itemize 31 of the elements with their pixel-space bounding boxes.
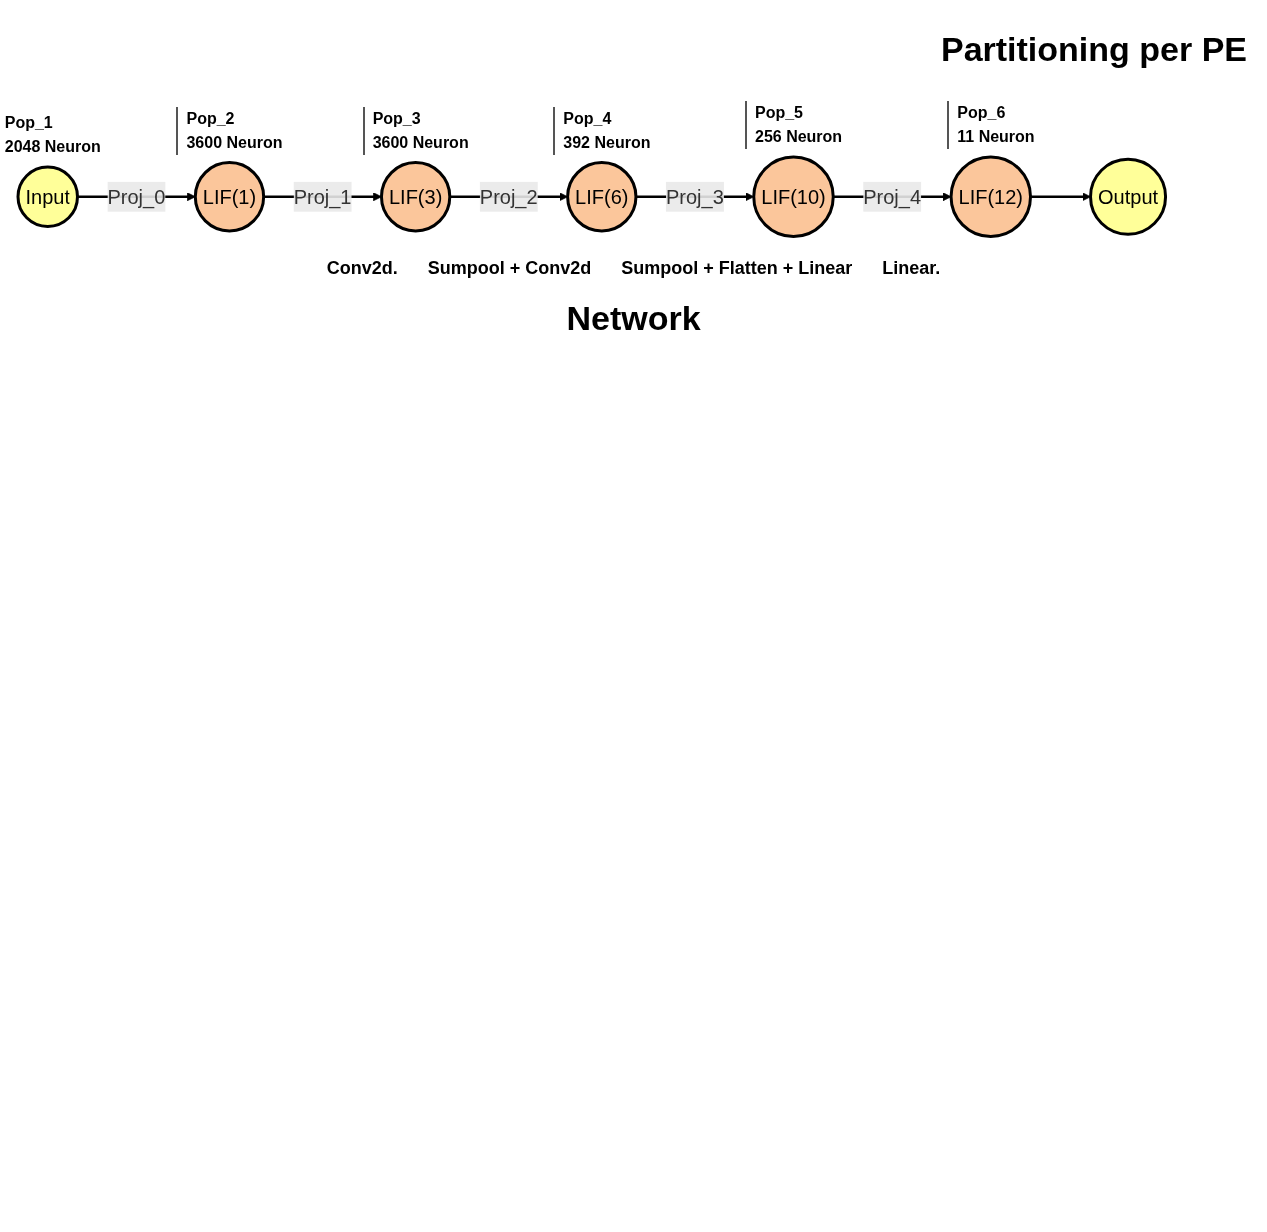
node-caption: 256 Neuron	[755, 127, 843, 147]
node-circle: LIF(10)	[752, 155, 835, 238]
node-caption: Pop_2	[186, 108, 236, 129]
caption-text: Network	[566, 299, 701, 338]
node-circle: Output	[1089, 157, 1168, 236]
node-caption: Pop_4	[563, 108, 613, 129]
node-caption: Pop_6	[957, 103, 1007, 123]
edge-label: Proj_3	[665, 185, 724, 208]
node-caption: 3600 Neuron	[372, 132, 469, 153]
note-text: Linear.	[882, 258, 941, 280]
node-circle: LIF(1)	[193, 161, 266, 233]
node-caption: 2048 Neuron	[4, 137, 101, 157]
node-circle: LIF(6)	[566, 161, 638, 233]
node-caption: 392 Neuron	[563, 132, 651, 153]
node-caption: Pop_5	[755, 103, 804, 123]
edge-label: Proj_0	[107, 185, 166, 208]
arrow	[1030, 192, 1091, 202]
node-caption: Pop_1	[4, 113, 54, 133]
node-caption: Pop_3	[372, 108, 422, 129]
note-text: Sumpool + Flatten + Linear	[621, 258, 853, 280]
edge-label: Proj_1	[293, 185, 352, 208]
heading-text: Partitioning per PE	[940, 30, 1247, 68]
node-circle: LIF(12)	[949, 155, 1032, 238]
node-circle: Input	[16, 165, 79, 228]
edge-label: Proj_2	[479, 185, 538, 208]
node-caption: 3600 Neuron	[186, 132, 283, 153]
node-caption: 11 Neuron	[957, 127, 1035, 147]
note-text: Conv2d.	[326, 258, 398, 280]
edge-label: Proj_4	[863, 185, 922, 208]
node-circle: LIF(3)	[379, 161, 452, 233]
note-text: Sumpool + Conv2d	[427, 258, 592, 280]
